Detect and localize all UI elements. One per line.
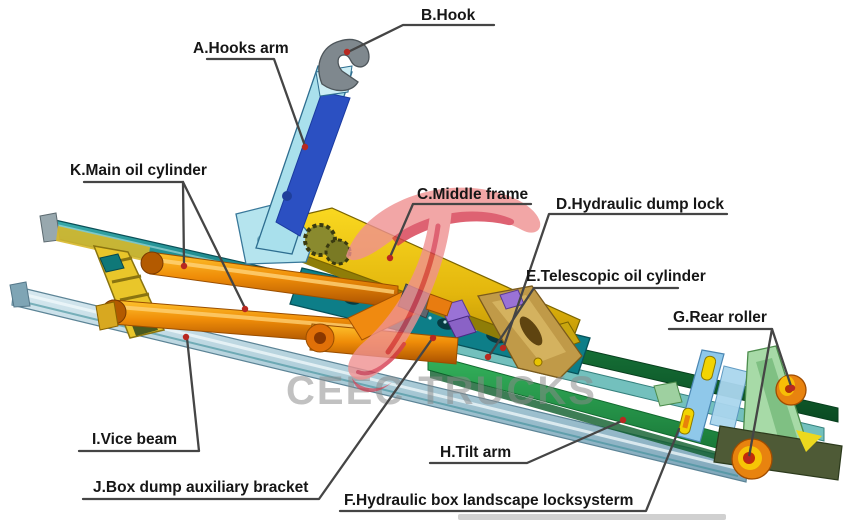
- marker-j: [429, 334, 437, 342]
- label-hook: B.Hook: [421, 7, 476, 24]
- brand-logo: [346, 187, 541, 393]
- leader-h: [428, 419, 624, 465]
- marker-h: [619, 416, 627, 424]
- label-landscape-lock: F.Hydraulic box landscape locksysterm: [344, 492, 633, 509]
- leader-c: [388, 202, 533, 259]
- leader-b: [346, 23, 496, 54]
- leader-e: [487, 286, 680, 358]
- bottom-edge-artifact: [458, 514, 726, 520]
- marker-k1: [180, 262, 188, 270]
- label-vice-beam: I.Vice beam: [92, 431, 177, 448]
- leader-i: [77, 336, 201, 453]
- arm-pivot-gears: [303, 223, 352, 266]
- label-tilt-arm: H.Tilt arm: [440, 444, 511, 461]
- hooks-arm: [235, 65, 353, 265]
- label-hooks-arm: A.Hooks arm: [193, 40, 289, 57]
- marker-i: [182, 333, 190, 341]
- marker-g2: [744, 455, 752, 463]
- cross-member-lock: [653, 349, 749, 443]
- label-telescopic-cylinder: E.Telescopic oil cylinder: [526, 268, 706, 285]
- marker-a: [301, 143, 309, 151]
- marker-b: [343, 48, 351, 56]
- leader-d: [502, 212, 729, 348]
- dump-lock-blocks: [439, 289, 525, 339]
- marker-e: [484, 353, 492, 361]
- label-middle-frame: C.Middle frame: [417, 186, 528, 203]
- leader-lines: [77, 23, 796, 513]
- marker-d: [499, 344, 507, 352]
- main-oil-cylinder-upper: [140, 251, 399, 309]
- watermark-text: CEEC TRUCKS: [286, 369, 597, 413]
- label-rear-roller: G.Rear roller: [673, 309, 767, 326]
- lock-bracket-plate: [476, 285, 583, 379]
- label-aux-bracket: J.Box dump auxiliary bracket: [93, 479, 308, 496]
- part-labels: A.Hooks arm B.Hook K.Main oil cylinder C…: [70, 7, 767, 509]
- leader-j: [81, 337, 434, 501]
- hook: [318, 38, 370, 92]
- leader-a: [205, 57, 307, 148]
- leader-f: [338, 427, 681, 513]
- label-main-oil-cylinder: K.Main oil cylinder: [70, 162, 207, 179]
- leader-g2: [747, 327, 774, 459]
- marker-k2: [241, 305, 249, 313]
- marker-c: [386, 254, 394, 262]
- label-hydraulic-dump-lock: D.Hydraulic dump lock: [556, 196, 724, 213]
- marker-g1: [788, 384, 796, 392]
- leader-k2: [181, 180, 247, 310]
